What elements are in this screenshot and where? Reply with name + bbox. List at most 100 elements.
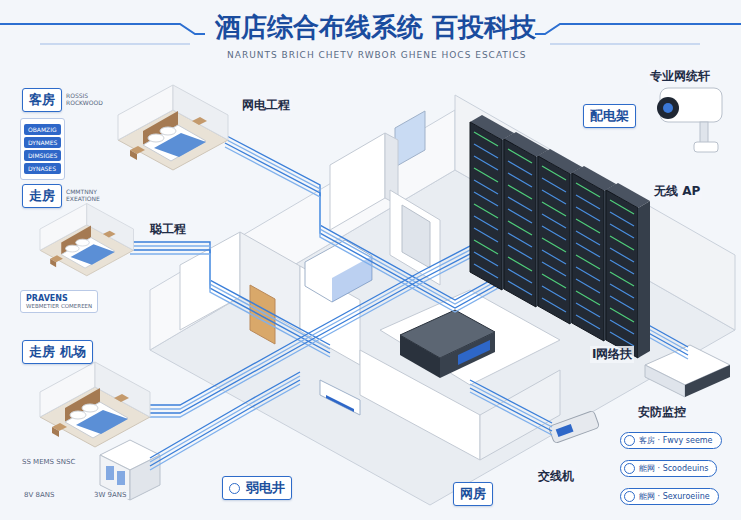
rack-port-row — [542, 190, 566, 204]
tag-box: 走房 机场 — [22, 340, 93, 364]
camera-mount — [694, 142, 718, 152]
nightstand — [50, 259, 56, 268]
cable — [150, 384, 300, 470]
nightstand — [103, 231, 116, 238]
switch-front — [645, 365, 685, 397]
rack-port-row — [542, 298, 566, 312]
rack-port-row — [542, 214, 566, 228]
rack-port-row — [474, 156, 498, 170]
node-text: 弱电井 — [246, 479, 285, 497]
rack-port-row — [576, 243, 600, 257]
nightstand — [130, 150, 137, 160]
note-text: WEBMETIER COMEREEN — [26, 303, 92, 309]
rack-port-row — [576, 195, 600, 209]
bed — [65, 402, 128, 438]
rack-port-row — [610, 332, 634, 346]
label: 无线 AP — [652, 183, 702, 200]
switch-side — [685, 365, 730, 397]
cable — [150, 380, 300, 466]
rack-port-row — [610, 308, 634, 322]
camera-arm — [700, 122, 708, 144]
title: 酒店综合布线系统 百投科技 — [215, 10, 536, 45]
rack-port-row — [610, 260, 634, 274]
rack-port-row — [542, 262, 566, 276]
rack-port-row — [508, 173, 532, 187]
label: 专业网统轩 — [648, 68, 712, 85]
rack-side — [638, 201, 650, 358]
elevator-door — [402, 205, 430, 268]
rack-port-row — [474, 192, 498, 206]
wall-unit-strip — [326, 395, 354, 412]
cable — [135, 224, 520, 409]
icon — [624, 463, 635, 474]
rack-port-row — [508, 281, 532, 295]
rack-port-row — [576, 183, 600, 197]
floor-plate — [150, 170, 735, 505]
rack-port-row — [610, 236, 634, 250]
deco-line — [40, 44, 190, 45]
cable — [135, 228, 520, 413]
deco-line — [535, 24, 741, 34]
rack-port-row — [508, 269, 532, 283]
title-box: 酒店综合布线系统 百投科技 — [215, 10, 536, 45]
node-text: 能网 · Sexuroeiine — [639, 491, 710, 502]
label: 交线机 — [536, 468, 576, 485]
rack-port-row — [474, 132, 498, 146]
cabinet-window — [117, 471, 125, 485]
bed — [61, 238, 115, 269]
pillow — [160, 127, 176, 135]
nightstand — [52, 427, 59, 437]
partition-wall — [330, 133, 385, 230]
tag-box: 弱电井 — [222, 476, 292, 500]
pill-box: 能网 · Sexuroeiine — [620, 488, 719, 505]
rack-port-row — [508, 197, 532, 211]
pillow — [70, 411, 86, 419]
rack-port-row — [610, 248, 634, 262]
rack-port-row — [576, 291, 600, 305]
label: I网络扶 — [590, 346, 634, 363]
note-text: DYNAMES — [24, 137, 61, 148]
rack-port-row — [474, 252, 498, 266]
node-text: 客房 · Fwvy seeme — [639, 435, 713, 446]
pill-box: 能网 · Scoodeuins — [620, 460, 717, 477]
cable — [470, 380, 552, 423]
node-text: PRAVENS — [26, 294, 92, 303]
tag-box: 走房CMMTNNY EXEATIONE — [22, 184, 62, 208]
node-text: 客房 — [29, 91, 55, 109]
node-text: 走房 — [29, 187, 55, 205]
cable — [470, 388, 552, 431]
rack-port-row — [610, 212, 634, 226]
bedroom — [40, 204, 134, 276]
pillow — [82, 404, 98, 412]
rack-front — [504, 139, 536, 307]
node-text: 网房 — [460, 485, 486, 503]
rack-port-row — [576, 303, 600, 317]
bed — [143, 125, 206, 161]
rack-port-row — [474, 204, 498, 218]
rack-port-row — [474, 168, 498, 182]
rack-port-row — [474, 228, 498, 242]
equipment-side — [440, 332, 495, 378]
rack-port-row — [508, 257, 532, 271]
cable — [150, 372, 300, 458]
rack-port-row — [508, 233, 532, 247]
drawn-parts — [40, 85, 688, 470]
icon — [229, 483, 240, 494]
rack-port-row — [508, 149, 532, 163]
label: SS MEMS SNSC — [20, 458, 77, 466]
node-text: 走房 机场 — [29, 343, 86, 361]
tag-box: 客房ROSSIS ROCKWOOD — [22, 88, 62, 112]
rack-port-row — [542, 166, 566, 180]
rack-port-row — [542, 286, 566, 300]
cabinet — [305, 240, 372, 302]
rack-front — [470, 122, 502, 290]
rack-port-row — [610, 272, 634, 286]
rack-port-row — [576, 231, 600, 245]
nightstand — [192, 117, 207, 125]
cable — [135, 232, 520, 417]
rack-port-row — [576, 267, 600, 281]
switch-device — [548, 410, 599, 443]
node-text: 配电架 — [590, 107, 629, 125]
cable — [130, 246, 330, 349]
